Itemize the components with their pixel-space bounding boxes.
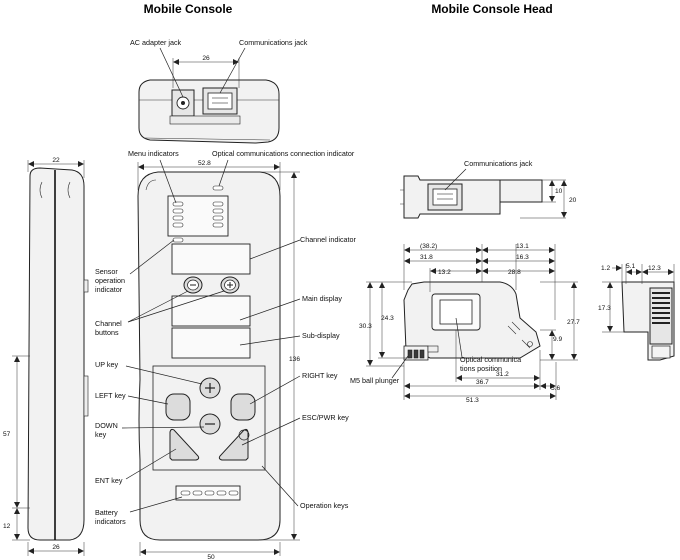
dim-13-2: 13.2 xyxy=(438,269,451,276)
dim-9-9: 9.9 xyxy=(553,336,562,343)
title-mobile-console-head: Mobile Console Head xyxy=(431,2,552,16)
sub-display xyxy=(171,327,251,359)
dim-31-8: 31.8 xyxy=(420,254,433,261)
grip-ribs xyxy=(652,292,670,324)
side-view xyxy=(27,167,89,541)
channel-indicator xyxy=(171,243,251,275)
dim-16-3: 16.3 xyxy=(516,254,529,261)
head-side-view xyxy=(621,281,675,361)
label-sensor-1: Sensor xyxy=(95,267,118,276)
head-top-view xyxy=(400,175,543,219)
head-side-grip xyxy=(649,287,673,345)
label-channel-buttons-2: buttons xyxy=(95,328,119,337)
head-front-view xyxy=(403,281,541,361)
label-up-key: UP key xyxy=(95,360,118,369)
dim-5-1: 5.1 xyxy=(626,263,635,270)
channel-button-plus[interactable] xyxy=(220,276,240,294)
dim-50: 50 xyxy=(207,554,215,560)
label-down-key-1: DOWN xyxy=(95,421,118,430)
m5-ball-plunger xyxy=(427,345,439,353)
dim-12-3: 12.3 xyxy=(648,265,661,272)
label-ac-adapter-jack: AC adapter jack xyxy=(130,38,182,47)
dim-10: 10 xyxy=(555,188,563,195)
dim-20: 20 xyxy=(569,197,577,204)
dim-27-7: 27.7 xyxy=(567,319,580,326)
dim-26-bottom: 26 xyxy=(52,544,60,551)
label-left-key: LEFT key xyxy=(95,391,126,400)
dim-24-3: 24.3 xyxy=(381,315,394,322)
label-battery-1: Battery xyxy=(95,508,118,517)
menu-indicators xyxy=(172,201,224,228)
label-main-display: Main display xyxy=(302,294,342,303)
up-key[interactable] xyxy=(199,377,221,399)
dim-38-2: (38.2) xyxy=(420,243,437,250)
dim-12-left: 12 xyxy=(3,523,11,530)
front-view xyxy=(137,171,281,541)
label-sensor-3: indicator xyxy=(95,285,123,294)
esc-pwr-key[interactable] xyxy=(218,428,249,461)
plus-icon xyxy=(227,282,233,288)
main-display xyxy=(171,295,251,327)
label-sensor-2: operation xyxy=(95,276,125,285)
top-view xyxy=(138,79,280,144)
dim-28-8: 28.8 xyxy=(508,269,521,276)
dim-52-8: 52.8 xyxy=(198,160,211,167)
dim-17-3: 17.3 xyxy=(598,305,611,312)
label-communications-jack-top: Communications jack xyxy=(239,38,308,47)
label-right-key: RIGHT key xyxy=(302,371,338,380)
label-operation-keys: Operation keys xyxy=(300,501,349,510)
label-optical-pos-1: Optical communica xyxy=(460,355,521,364)
label-channel-indicator: Channel indicator xyxy=(300,235,357,244)
dim-26-top: 26 xyxy=(202,55,210,62)
dim-136: 136 xyxy=(289,356,300,363)
label-menu-indicators: Menu indicators xyxy=(128,149,179,158)
dim-30-3: 30.3 xyxy=(359,323,372,330)
label-esc-pwr-key: ESC/PWR key xyxy=(302,413,349,422)
title-mobile-console: Mobile Console xyxy=(144,2,233,16)
optical-window xyxy=(439,299,473,325)
dim-22: 22 xyxy=(52,157,60,164)
dim-36-7: 36.7 xyxy=(476,379,489,386)
label-m5-ball-plunger: M5 ball plunger xyxy=(350,376,400,385)
label-sub-display: Sub-display xyxy=(302,331,340,340)
label-optical-pos-2: tions position xyxy=(460,364,502,373)
label-optical-indicator: Optical communications connection indica… xyxy=(212,149,355,158)
dim-57: 57 xyxy=(3,431,11,438)
dim-5-6: 5.6 xyxy=(551,385,560,392)
right-key[interactable] xyxy=(230,393,256,421)
dim-1-2: 1.2 xyxy=(601,265,610,272)
dim-51-3: 51.3 xyxy=(466,397,479,404)
label-channel-buttons-1: Channel xyxy=(95,319,122,328)
label-ent-key: ENT key xyxy=(95,476,123,485)
left-key[interactable] xyxy=(165,393,191,421)
label-battery-2: indicators xyxy=(95,517,126,526)
dim-31-2: 31.2 xyxy=(496,371,509,378)
channel-button-minus[interactable] xyxy=(183,276,203,294)
operation-key-panel xyxy=(152,365,266,471)
down-key[interactable] xyxy=(199,413,221,435)
label-down-key-2: key xyxy=(95,430,107,439)
optical-indicator xyxy=(212,185,224,191)
sensor-operation-indicator xyxy=(172,237,184,243)
ent-key[interactable] xyxy=(169,428,200,461)
battery-indicators xyxy=(180,490,239,496)
dim-13-1: 13.1 xyxy=(516,243,529,250)
plus-icon xyxy=(205,383,215,393)
label-communications-jack-head: Communications jack xyxy=(464,159,533,168)
